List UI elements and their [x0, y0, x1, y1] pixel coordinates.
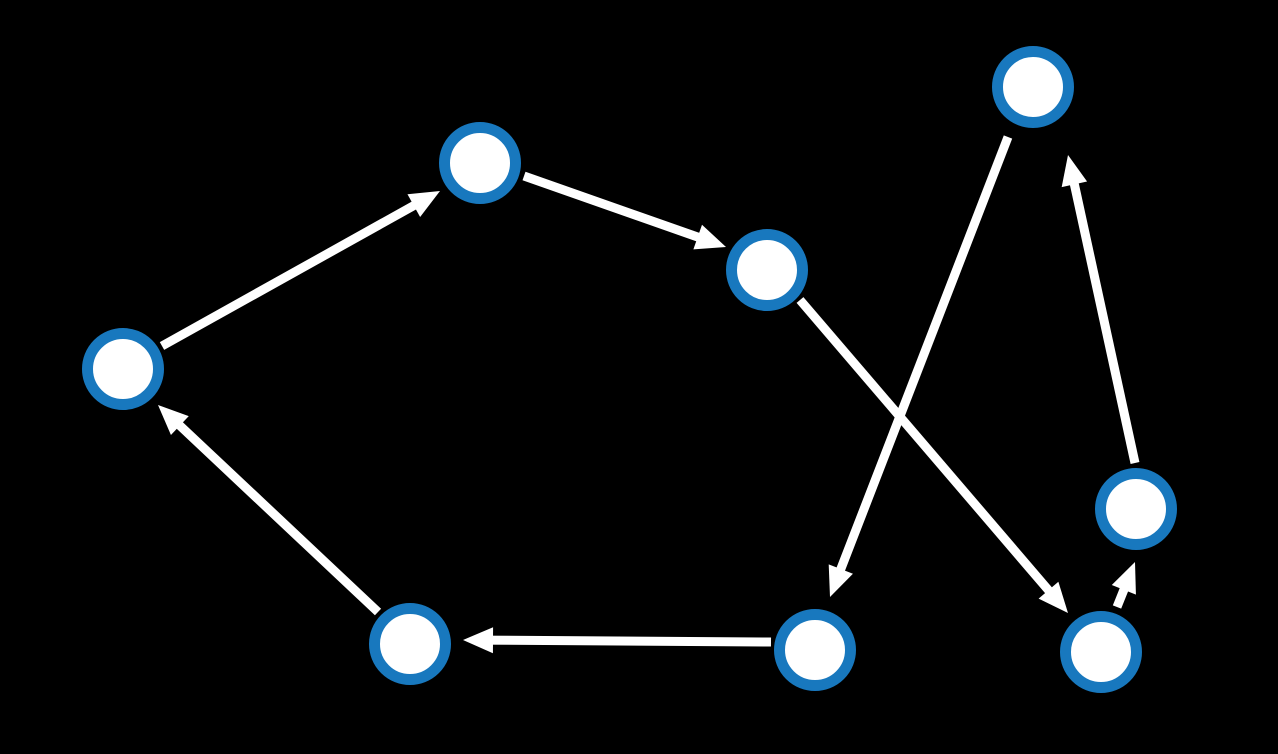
node-upper-middle — [439, 122, 521, 204]
node-layer — [82, 46, 1177, 693]
arrowhead-node-left-to-node-upper-middle — [407, 191, 440, 217]
arrowhead-node-bottom-middle-to-node-bottom-left — [463, 627, 494, 654]
arrowhead-node-top-right-to-node-bottom-middle — [828, 564, 853, 597]
edge-node-right-to-node-top-right — [1066, 167, 1140, 464]
edge-node-left-to-node-upper-middle — [159, 193, 431, 350]
arrowhead-node-bottom-left-to-node-left — [158, 405, 189, 436]
arrowhead-node-middle-to-node-bottom-right — [1038, 581, 1068, 613]
edge-node-bottom-middle-to-node-bottom-left — [476, 635, 772, 647]
arrowhead-node-upper-middle-to-node-middle — [693, 224, 726, 250]
node-middle — [726, 229, 808, 311]
arrowhead-node-right-to-node-top-right — [1061, 155, 1088, 188]
node-bottom-middle — [774, 609, 856, 691]
edge-node-middle-to-node-bottom-right — [796, 297, 1063, 606]
edge-node-top-right-to-node-bottom-middle — [830, 135, 1013, 587]
node-bottom-left — [369, 603, 451, 685]
edge-node-bottom-left-to-node-left — [164, 410, 382, 616]
edge-layer — [158, 135, 1140, 654]
node-left — [82, 328, 164, 410]
edge-node-upper-middle-to-node-middle — [522, 171, 715, 247]
node-right — [1095, 468, 1177, 550]
arrowhead-node-bottom-right-to-node-right — [1111, 562, 1136, 595]
node-top-right — [992, 46, 1074, 128]
node-bottom-right — [1060, 611, 1142, 693]
